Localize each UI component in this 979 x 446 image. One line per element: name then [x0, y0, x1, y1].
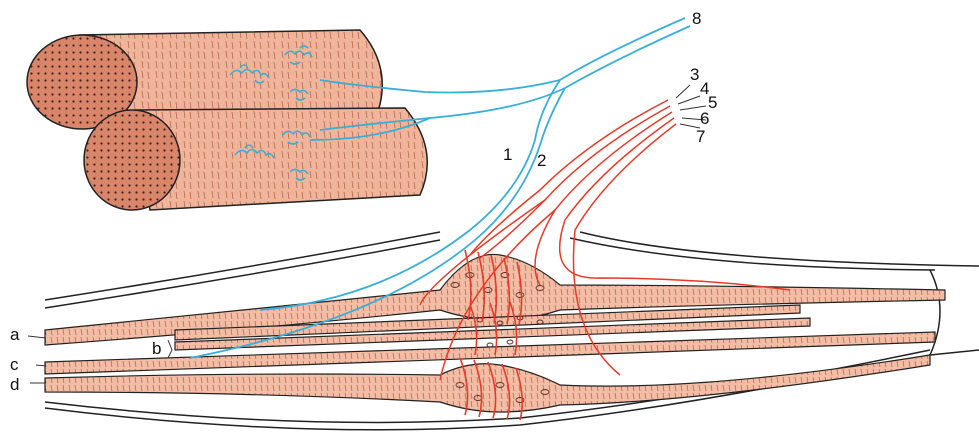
label-c: c: [10, 355, 19, 374]
label-1: 1: [503, 145, 512, 164]
label-6: 6: [700, 109, 709, 128]
label-3: 3: [690, 65, 699, 84]
label-7: 7: [696, 127, 705, 146]
label-a: a: [10, 325, 20, 344]
label-b: b: [152, 339, 161, 358]
label-d: d: [10, 375, 19, 394]
label-2: 2: [537, 151, 546, 170]
label-8: 8: [692, 9, 701, 28]
